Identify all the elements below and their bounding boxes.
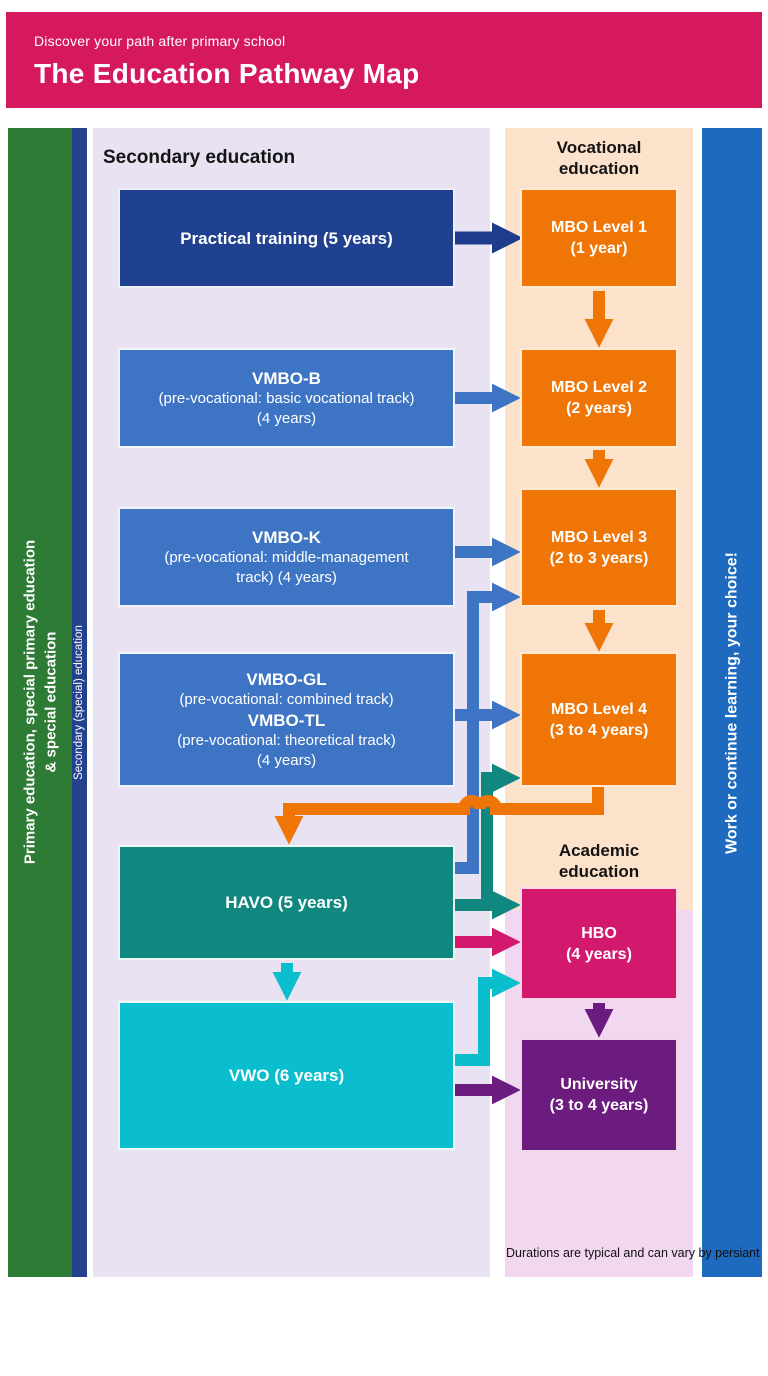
heading-academic-education: Academic education — [558, 841, 640, 881]
header-subtitle: Discover your path after primary school — [34, 33, 286, 49]
box-vmbo-k: VMBO-K (pre-vocational: middle-managemen… — [118, 507, 455, 607]
sidebar-work-label: Work or continue learning, your choice! — [723, 552, 741, 854]
box-vmbo-b: VMBO-B (pre-vocational: basic vocational… — [118, 348, 455, 448]
sidebar-work-or-learn — [702, 128, 762, 1277]
heading-secondary-education: Secondary education — [103, 147, 296, 168]
sidebar-secondary-special — [72, 128, 87, 1277]
sidebar-primary-label: Primary education, special primary educa… — [21, 539, 60, 865]
sidebar-secondary-special-label: Secondary (special) education — [73, 625, 85, 780]
box-mbo-level-3: MBO Level 3 (2 to 3 years) — [520, 488, 678, 607]
box-practical-training: Practical training (5 years) — [118, 188, 455, 288]
box-vmbo-gl-tl: VMBO-GL (pre-vocational: combined track)… — [118, 652, 455, 787]
page-title: The Education Pathway Map — [34, 58, 420, 89]
box-havo: HAVO (5 years) — [118, 845, 455, 960]
box-mbo-level-1: MBO Level 1 (1 year) — [520, 188, 678, 288]
box-university: University (3 to 4 years) — [520, 1038, 678, 1152]
heading-vocational-education: Vocational education — [556, 138, 642, 178]
box-vwo: VWO (6 years) — [118, 1001, 455, 1150]
footnote: Durations are typical and can vary by pe… — [506, 1246, 760, 1260]
box-mbo-level-2: MBO Level 2 (2 years) — [520, 348, 678, 448]
box-hbo: HBO (4 years) — [520, 887, 678, 1000]
sidebar-primary-education — [8, 128, 72, 1277]
box-mbo-level-4: MBO Level 4 (3 to 4 years) — [520, 652, 678, 787]
header-banner: Discover your path after primary school … — [6, 12, 762, 108]
